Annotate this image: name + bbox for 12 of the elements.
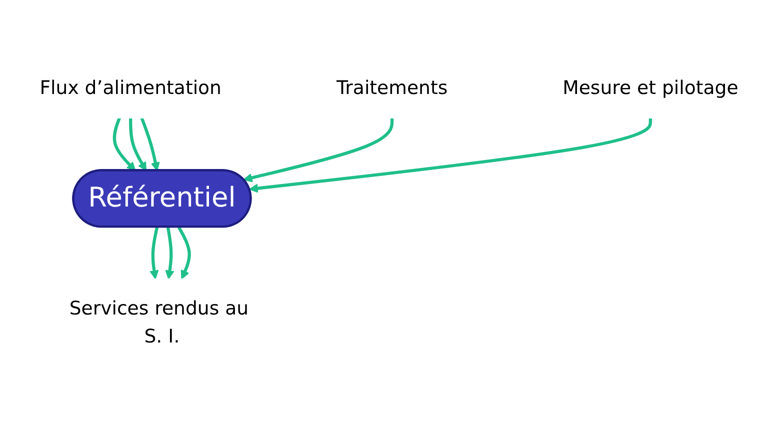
arrow — [243, 118, 394, 182]
arrow — [112, 117, 136, 172]
node-text: Services rendus au S. I. — [69, 298, 249, 348]
arrow — [150, 226, 159, 280]
node-text: Flux d’alimentation — [40, 77, 222, 100]
node-text: Traitements — [336, 77, 448, 100]
arrow — [177, 226, 191, 280]
arrow — [165, 226, 174, 280]
arrow — [129, 118, 147, 172]
node-text: Mesure et pilotage — [562, 77, 738, 100]
arrow — [249, 118, 652, 193]
arrow — [140, 117, 160, 172]
